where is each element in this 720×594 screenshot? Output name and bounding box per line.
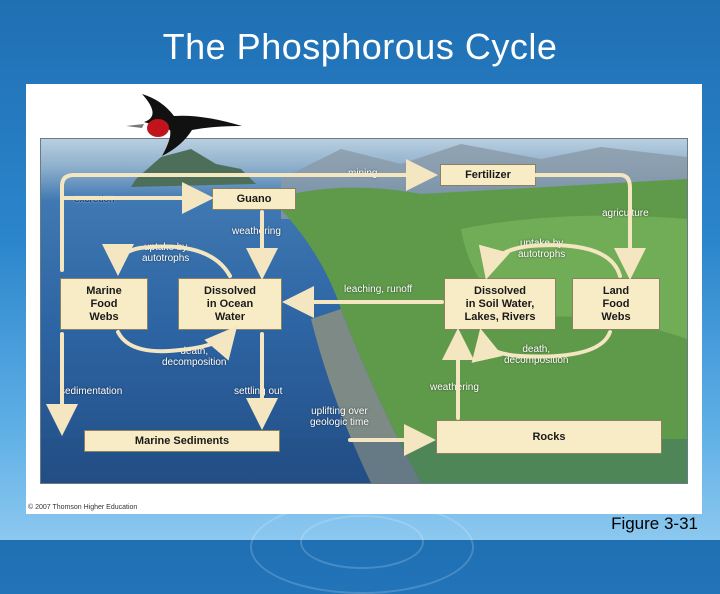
sedimentation-label: sedimentation: [60, 386, 123, 397]
guano-box: Guano: [212, 188, 296, 210]
frigatebird-icon: [126, 94, 242, 156]
agriculture-label: agriculture: [602, 208, 649, 219]
mining-label: mining: [348, 168, 378, 179]
death-decomposition-land-label: death, decomposition: [504, 344, 569, 366]
death-decomposition-marine-label: death, decomposition: [162, 346, 227, 368]
weathering-label-bottom: weathering: [430, 382, 479, 393]
fertilizer-box: Fertilizer: [440, 164, 536, 186]
marine-food-webs-box: Marine Food Webs: [60, 278, 148, 330]
excretion-label: excretion: [74, 194, 115, 205]
uptake-by-autotrophs-land-label: uptake by autotrophs: [518, 238, 566, 260]
dissolved-in-soil-water-box: Dissolved in Soil Water, Lakes, Rivers: [444, 278, 556, 330]
background-ripple: [300, 515, 424, 569]
slide-title: The Phosphorous Cycle: [162, 26, 558, 67]
settling-out-label: settling out: [234, 386, 283, 397]
leaching-runoff-label: leaching, runoff: [344, 284, 413, 295]
dissolved-in-ocean-water-box: Dissolved in Ocean Water: [178, 278, 282, 330]
rocks-box: Rocks: [436, 420, 662, 454]
marine-sediments-box: Marine Sediments: [84, 430, 280, 452]
uplifting-over-geologic-time-label: uplifting over geologic time: [310, 406, 369, 428]
phosphorus-cycle-figure: Fertilizer Guano Marine Food Webs Dissol…: [26, 84, 702, 514]
weathering-label-top: weathering: [232, 226, 281, 237]
uptake-by-autotrophs-marine-label: uptake by autotrophs: [142, 242, 190, 264]
land-food-webs-box: Land Food Webs: [572, 278, 660, 330]
copyright-notice: © 2007 Thomson Higher Education: [28, 504, 138, 511]
figure-label: Figure 3-31: [611, 514, 698, 533]
